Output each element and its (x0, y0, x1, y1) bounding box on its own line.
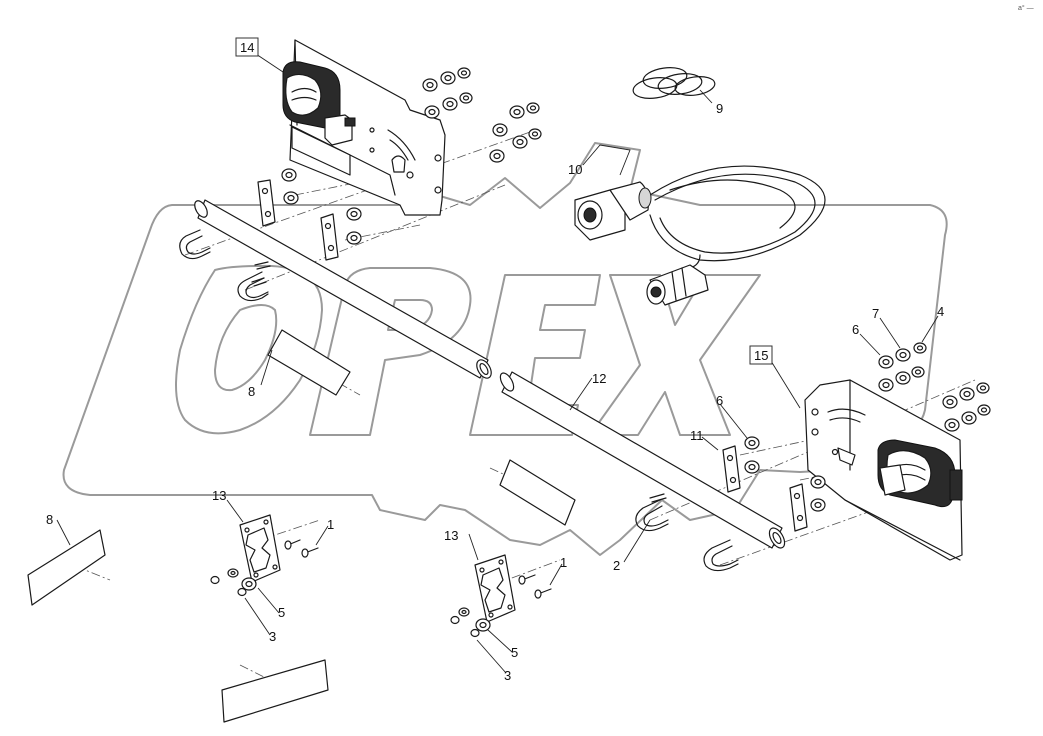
callout-10: 10 (568, 162, 582, 177)
tube-lower (499, 371, 786, 549)
tube-upper (194, 199, 492, 379)
callout-1-left: 1 (327, 517, 334, 532)
callout-4: 4 (937, 304, 944, 319)
rear-lamp-right (877, 439, 963, 508)
clamp-plates-upper (257, 179, 339, 261)
callout-9: 9 (716, 101, 723, 116)
lamp-bracket-left (282, 39, 446, 216)
callout-3-left: 3 (269, 629, 276, 644)
bolts-left (284, 539, 319, 558)
callout-box-15 (749, 345, 773, 365)
leader-lines (56, 51, 939, 674)
washer-nut-cluster-upper (422, 67, 542, 163)
callout-8-lower: 8 (46, 512, 53, 527)
callout-5-center: 5 (511, 645, 518, 660)
callout-8-upper: 8 (248, 384, 255, 399)
callout-1-center: 1 (560, 555, 567, 570)
callout-6-lower: 6 (716, 393, 723, 408)
callout-11: 11 (690, 428, 704, 443)
callout-13-center: 13 (444, 528, 458, 543)
label-stickers (27, 459, 576, 723)
label-sticker-8-upper (267, 329, 351, 396)
callout-14: 14 (240, 40, 254, 55)
mounting-plate-left (210, 514, 319, 597)
bolts-center (518, 574, 552, 599)
callout-2: 2 (613, 558, 620, 573)
callout-box-14 (235, 37, 259, 57)
callout-12: 12 (592, 371, 606, 386)
washer-cluster-right-plates (744, 436, 826, 512)
mounting-plate-center (450, 554, 552, 638)
opex-watermark (62, 142, 948, 556)
callout-3-center: 3 (504, 668, 511, 683)
lamp-bracket-right (804, 379, 963, 561)
callout-15: 15 (754, 348, 768, 363)
corner-mark: a° — (1018, 4, 1034, 12)
o-ring-set (632, 67, 716, 99)
callout-13-left: 13 (212, 488, 226, 503)
callout-7: 7 (872, 306, 879, 321)
washer-cluster-left-plates (281, 168, 362, 245)
callout-labels: 14 15 9 10 8 12 6 7 4 6 11 13 13 8 1 1 2… (46, 37, 944, 683)
u-bolts-upper (179, 229, 271, 302)
callout-6-right: 6 (852, 322, 859, 337)
cable-assembly (574, 165, 826, 306)
clamp-plates-lower (722, 445, 808, 532)
socket-7-pin (574, 181, 652, 241)
rear-lamp-left (282, 61, 356, 146)
washer-nut-cluster-right (878, 342, 991, 432)
plug-7-pin (646, 264, 709, 306)
u-bolts-lower (635, 493, 739, 572)
callout-5-left: 5 (278, 605, 285, 620)
